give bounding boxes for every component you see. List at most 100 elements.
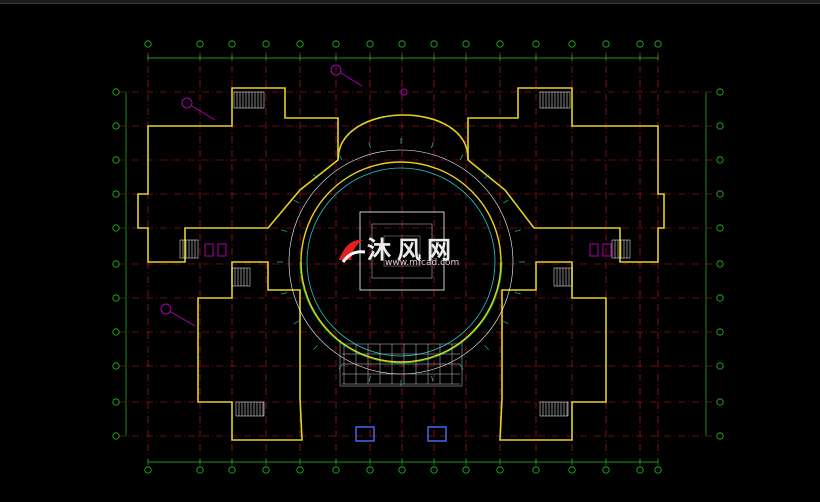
rotunda-tick — [484, 174, 489, 179]
axis-bubble-icon — [496, 40, 504, 48]
rotunda-tick — [338, 364, 343, 370]
dimension-lines — [125, 55, 707, 465]
axis-bubble-icon — [112, 328, 120, 336]
rotunda-tick — [459, 154, 464, 160]
axis-bubble-icon — [716, 328, 724, 336]
rotunda-tick — [281, 292, 288, 295]
detail-callouts — [160, 64, 408, 327]
axis-bubble-icon — [716, 398, 724, 406]
axis-bubble-icon — [430, 40, 438, 48]
axis-bubble-icon — [602, 466, 610, 474]
axis-bubble-icon — [262, 466, 270, 474]
axis-bubble-icon — [112, 294, 120, 302]
axis-bubble-icon — [144, 466, 152, 474]
rotunda-tick — [368, 375, 371, 382]
entrance-columns — [355, 426, 447, 442]
axis-bubble-icon — [112, 432, 120, 440]
axis-bubble-icon — [196, 466, 204, 474]
axis-bubble-icon — [716, 432, 724, 440]
stair-cores — [179, 91, 631, 417]
rotunda-tick — [503, 199, 509, 204]
axis-bubble-icon — [716, 362, 724, 370]
watermark-url: www.mfcad.com — [385, 258, 460, 268]
axis-bubble-icon — [332, 466, 340, 474]
fixture-mark — [217, 243, 227, 257]
rotunda-tick — [484, 345, 489, 350]
axis-bubble-icon — [532, 40, 540, 48]
axis-bubble-icon — [716, 88, 724, 96]
axis-bubble-icon — [228, 40, 236, 48]
axis-bubble-icon — [462, 40, 470, 48]
axis-bubble-icon — [398, 466, 406, 474]
axis-bubble-icon — [112, 156, 120, 164]
axis-bubbles — [112, 40, 724, 474]
upper-right-wing — [467, 87, 665, 263]
rotunda-tick — [338, 154, 343, 160]
axis-bubble-icon — [112, 260, 120, 268]
detail-callout-icon — [181, 97, 193, 109]
drawing-notes — [277, 138, 525, 386]
axis-bubble-icon — [366, 40, 374, 48]
fixture-mark — [602, 243, 612, 257]
axis-bubble-icon — [654, 466, 662, 474]
axis-bubble-icon — [430, 466, 438, 474]
axis-bubble-icon — [568, 466, 576, 474]
upper-left-wing — [137, 87, 339, 263]
lower-right-wing — [499, 261, 607, 441]
axis-bubble-icon — [366, 466, 374, 474]
axis-bubble-icon — [144, 40, 152, 48]
rotunda-tick — [313, 345, 318, 350]
axis-bubble-icon — [398, 40, 406, 48]
axis-bubble-icon — [462, 466, 470, 474]
watermark: 沐风网 www.mfcad.com — [333, 232, 493, 276]
axis-bubble-icon — [112, 88, 120, 96]
rotunda-tick — [431, 142, 434, 149]
axis-bubble-icon — [112, 122, 120, 130]
detail-callout-icon — [330, 64, 342, 76]
axis-bubble-icon — [716, 122, 724, 130]
axis-bubble-icon — [496, 466, 504, 474]
axis-bubble-icon — [716, 224, 724, 232]
axis-bubble-icon — [716, 190, 724, 198]
axis-bubble-icon — [112, 190, 120, 198]
rotunda-tick — [281, 229, 288, 232]
axis-bubble-icon — [716, 294, 724, 302]
axis-bubble-icon — [636, 40, 644, 48]
axis-bubble-icon — [262, 40, 270, 48]
axis-bubble-icon — [196, 40, 204, 48]
viewport-top-border — [0, 0, 820, 4]
axis-bubble-icon — [716, 156, 724, 164]
axis-bubble-icon — [532, 466, 540, 474]
fixture-mark — [589, 243, 599, 257]
rotunda-tick — [313, 174, 318, 179]
rotunda-tick — [293, 320, 299, 325]
top-dome-arch — [337, 114, 469, 161]
axis-bubble-icon — [112, 224, 120, 232]
rotunda-tick — [503, 320, 509, 325]
axis-bubble-icon — [332, 40, 340, 48]
axis-bubble-icon — [716, 260, 724, 268]
stair-icon — [539, 401, 569, 417]
watermark-logo-icon — [339, 239, 366, 263]
rotunda-tick — [514, 229, 521, 232]
rotunda-tick — [459, 364, 464, 370]
axis-bubble-icon — [228, 466, 236, 474]
detail-callout-icon — [160, 303, 172, 315]
axis-bubble-icon — [112, 398, 120, 406]
rotunda-tick — [293, 199, 299, 204]
rotunda-tick — [368, 142, 371, 149]
axis-bubble-icon — [112, 362, 120, 370]
axis-bubble-icon — [636, 466, 644, 474]
axis-bubble-icon — [296, 40, 304, 48]
watermark-brand: 沐风网 — [367, 236, 457, 264]
axis-bubble-icon — [654, 40, 662, 48]
axis-bubble-icon — [602, 40, 610, 48]
axis-bubble-icon — [568, 40, 576, 48]
stair-icon — [235, 401, 265, 417]
axis-bubble-icon — [296, 466, 304, 474]
lower-left-wing — [197, 261, 303, 441]
rotunda-tick — [514, 292, 521, 295]
fixture-mark — [204, 243, 214, 257]
rotunda-tick — [431, 375, 434, 382]
